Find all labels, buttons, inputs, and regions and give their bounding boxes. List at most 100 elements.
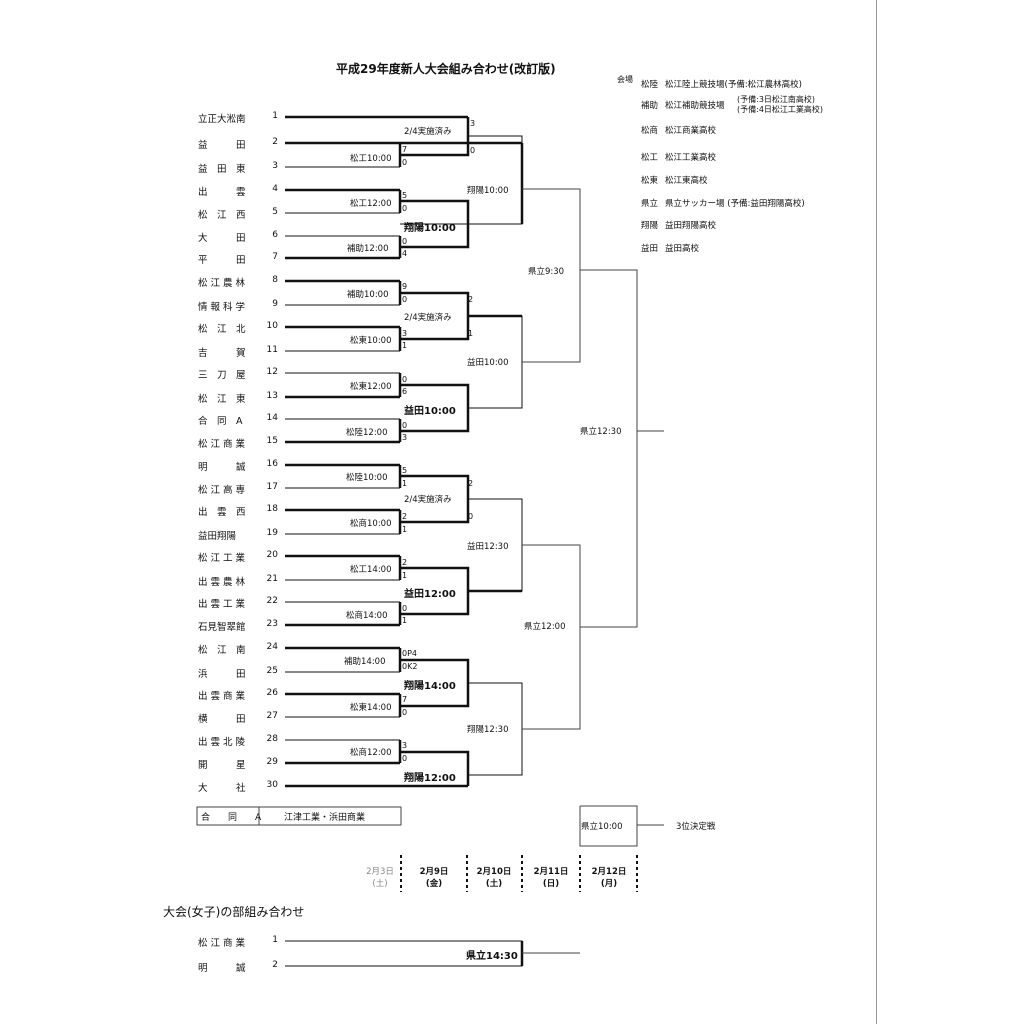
match-label: 松商10:00 [350, 519, 392, 529]
team-number: 23 [266, 619, 278, 629]
team-name: 松 江 工 業 [198, 553, 246, 564]
score: 1 [402, 341, 408, 350]
match-label: 松陸12:00 [346, 428, 388, 438]
venue-name: 益田高校 [665, 244, 700, 254]
date-cell: 2月3日 (土) [355, 866, 405, 890]
third-place-label: 3位決定戦 [676, 822, 716, 832]
womens-title: 大会(女子)の部組み合わせ [163, 905, 305, 919]
score: 0 [470, 146, 476, 155]
team-name: 出 雲 工 業 [198, 599, 246, 610]
score: 0 [402, 421, 408, 430]
done-label: 2/4実施済み [404, 495, 452, 505]
team-number: 29 [266, 757, 278, 767]
round3-connectors [468, 135, 524, 776]
match-label: 翔陽12:00 [404, 773, 456, 784]
match-label: 松工12:00 [350, 199, 392, 209]
team-number: 25 [266, 666, 278, 676]
match-label: 益田10:00 [467, 358, 509, 368]
score: 1 [402, 571, 408, 580]
date-cell: 2月9日(金) [409, 866, 459, 890]
date: 2月11日 [533, 867, 569, 877]
team-name: 松 江 商 業 [198, 938, 246, 949]
team-name: 平 田 [198, 255, 246, 266]
match-label: 翔陽10:00 [467, 186, 509, 196]
team-number: 9 [272, 299, 278, 309]
match-label: 県立12:00 [524, 622, 566, 632]
score: 0K2 [402, 662, 418, 671]
match-label: 補助12:00 [347, 244, 389, 254]
team-name: 松 江 南 [198, 645, 246, 656]
team-number: 10 [266, 321, 278, 331]
match-label: 松東14:00 [350, 703, 392, 713]
score: 1 [402, 525, 408, 534]
team-name: 吉 賀 [198, 348, 246, 359]
team-name: 出 雲 農 林 [198, 577, 246, 588]
venue-key: 松陸 [641, 80, 659, 90]
done-label: 2/4実施済み [404, 127, 452, 137]
day-of-week: (土) [372, 879, 388, 889]
score: 3 [402, 433, 408, 442]
match-label: 翔陽12:30 [467, 725, 509, 735]
score: 6 [402, 387, 408, 396]
venue-name: 松江商業高校 [665, 126, 717, 136]
team-number: 12 [266, 367, 278, 377]
match-label: 補助10:00 [347, 290, 389, 300]
venue-key: 松商 [641, 126, 659, 136]
score: 5 [402, 466, 408, 475]
match-label: 松商12:00 [350, 748, 392, 758]
team-name: 立正大淞南 [198, 114, 246, 125]
match-label: 松工10:00 [350, 154, 392, 164]
score: 0 [468, 512, 474, 521]
score: 0 [402, 604, 408, 613]
team-number: 2 [272, 960, 278, 970]
team-number: 5 [272, 207, 278, 217]
team-lines [285, 115, 522, 788]
venue-name: 松江工業高校 [665, 153, 717, 163]
team-number: 8 [272, 275, 278, 285]
team-name: 松 江 高 専 [198, 485, 246, 496]
score: 0 [402, 754, 408, 763]
score: 3 [470, 119, 476, 128]
venue-note: (予備:3日松江南高校) (予備:4日松江工業高校) [737, 95, 824, 114]
score: 1 [402, 479, 408, 488]
venue-name: 松江東高校 [665, 176, 708, 186]
match-label: 松商14:00 [346, 611, 388, 621]
team-name: 松 江 西 [198, 210, 246, 221]
final-connectors [580, 269, 664, 628]
score: 0 [402, 204, 408, 213]
joint-team-members: 江津工業・浜田商業 [284, 813, 366, 823]
team-number: 13 [266, 391, 278, 401]
team-number: 1 [272, 935, 278, 945]
venue-key: 益田 [641, 244, 659, 254]
team-number: 30 [266, 780, 278, 790]
score: 0 [402, 375, 408, 384]
team-name: 松 江 東 [198, 394, 246, 405]
team-number: 18 [266, 504, 278, 514]
joint-team-label: 合 同 A [201, 813, 262, 823]
score: 9 [402, 282, 408, 291]
match-label: 補助14:00 [344, 657, 386, 667]
team-number: 16 [266, 459, 278, 469]
third-place-box [579, 805, 664, 847]
day-of-week: (日) [542, 879, 560, 889]
team-name: 益 田 [198, 140, 246, 151]
score: 2 [402, 512, 408, 521]
match-label: 益田12:00 [404, 589, 456, 600]
team-name: 横 田 [198, 714, 246, 725]
score: 2 [468, 479, 474, 488]
team-number: 19 [266, 528, 278, 538]
venue-name: 松江陸上競技場(予備:松江農林高校) [665, 80, 802, 90]
team-name: 情 報 科 学 [198, 302, 246, 313]
venue-key: 翔陽 [641, 221, 659, 231]
team-number: 14 [266, 413, 278, 423]
date: 2月3日 [366, 867, 394, 877]
team-name: 明 誠 [198, 462, 246, 473]
team-number: 26 [266, 688, 278, 698]
team-number: 22 [266, 596, 278, 606]
match-label: 益田10:00 [404, 406, 456, 417]
match-label: 松工14:00 [350, 565, 392, 575]
score: 7 [402, 145, 408, 154]
team-number: 11 [266, 345, 278, 355]
venue-key: 松東 [641, 176, 659, 186]
